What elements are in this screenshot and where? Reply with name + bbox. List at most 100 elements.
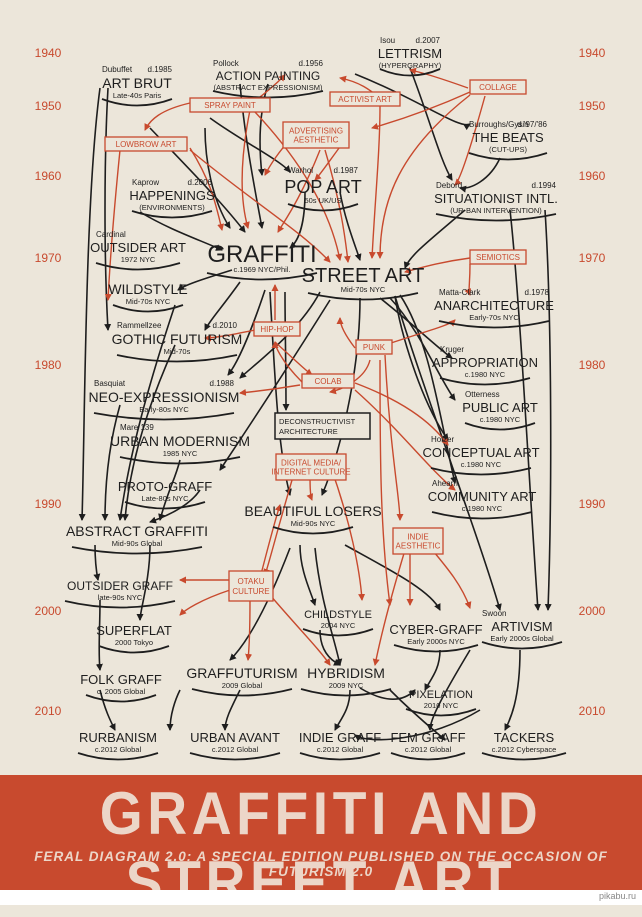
node-sub: Mid-90s NYC — [291, 519, 336, 528]
node-sub: c.2012 Global — [317, 745, 364, 754]
node-name: CHILDSTYLE — [304, 609, 372, 621]
node-name: ABSTRACT GRAFFITI — [66, 523, 208, 539]
node-sub: c.1980 NYC — [465, 370, 506, 379]
node-arc — [77, 752, 159, 761]
node-person: Kaprow — [132, 178, 159, 187]
node-arc — [131, 210, 213, 219]
node-sub: c.1980 NYC — [462, 504, 503, 513]
node-sub: (ENVIRONMENTS) — [139, 203, 205, 212]
node-sub: 2000 Tokyo — [115, 638, 153, 647]
year-right: 2010 — [579, 704, 606, 718]
node-arc — [390, 752, 466, 761]
node-sub: 50s UK/US — [304, 196, 341, 205]
year-left: 1960 — [35, 169, 62, 183]
node-name: GOTHIC FUTURISM — [112, 331, 243, 347]
influence-label: AESTHETIC — [396, 541, 441, 550]
node-sub: c.1980 NYC — [480, 415, 521, 424]
node-name: OUTSIDER ART — [90, 240, 186, 255]
influence-0: SPRAY PAINT — [189, 97, 271, 113]
year-right: 2000 — [579, 604, 606, 618]
influence-3: LOWBROW ART — [104, 136, 188, 152]
node-sub: Early-80s NYC — [139, 405, 189, 414]
node-name: SUPERFLAT — [96, 623, 172, 638]
influence-7: PUNK — [355, 339, 393, 355]
node-name: HAPPENINGS — [129, 188, 215, 203]
node-name: ANARCHITECTURE — [434, 298, 554, 313]
year-left: 2000 — [35, 604, 62, 618]
node-person: Isou — [380, 36, 395, 45]
influence-1: ACTIVIST ART — [329, 91, 401, 107]
node-person: Kruger — [440, 345, 464, 354]
node-name: APPROPRIATION — [432, 355, 538, 370]
year-right: 1980 — [579, 358, 606, 372]
node-name: INDIE GRAFF — [299, 730, 381, 745]
node-name: STREET ART — [302, 265, 425, 287]
node-sub: 2004 NYC — [321, 621, 356, 630]
node-sub: Early-70s NYC — [469, 313, 519, 322]
influence-label: OTAKU — [238, 577, 265, 586]
node-name: URBAN AVANT — [190, 730, 280, 745]
year-right: 1940 — [579, 46, 606, 60]
node-sub: c.2012 Cyberspace — [492, 745, 557, 754]
node-name: ART BRUT — [102, 75, 172, 91]
node-arc — [191, 688, 293, 697]
year-left: 1940 — [35, 46, 62, 60]
influence-label: INDIE — [407, 533, 428, 542]
node-name: OUTSIDER GRAFF — [67, 579, 173, 593]
node-name: GRAFFUTURISM — [186, 665, 297, 681]
influence-label: HIP-HOP — [260, 325, 293, 334]
node-arc — [287, 203, 359, 212]
node-arc — [119, 456, 241, 465]
node-person: Mare 139 — [120, 423, 154, 432]
influence-label: DIGITAL MEDIA/ — [281, 459, 342, 468]
node-name: NEO-EXPRESSIONISM — [89, 389, 240, 405]
node-date: d.2010 — [213, 321, 238, 330]
year-right: 1960 — [579, 169, 606, 183]
node-name: GRAFFITI — [207, 241, 316, 268]
node-person: Ahearn — [432, 479, 458, 488]
node-person: Dubuffet — [102, 65, 133, 74]
influence-2: COLLAGE — [469, 79, 527, 95]
node-date: d.1956 — [299, 59, 324, 68]
node-sub: Mid-70s NYC — [126, 297, 171, 306]
node-arc — [71, 546, 203, 555]
node-person: Pollock — [213, 59, 240, 68]
node-name: PIXELATION — [409, 689, 473, 701]
node-arc — [98, 645, 170, 654]
node-date: d.1994 — [532, 181, 557, 190]
node-arc — [300, 688, 392, 697]
node-arc — [307, 292, 419, 301]
node-date: d.1978 — [525, 288, 550, 297]
node-sub: c. 2005 Global — [97, 687, 146, 696]
node-sub: (ABSTRACT EXPRESSIONISM) — [213, 83, 323, 92]
year-left: 1970 — [35, 251, 62, 265]
node-sub: 2010 NYC — [424, 701, 459, 710]
node-arc — [85, 694, 157, 703]
node-name: POP ART — [284, 177, 361, 197]
node-sub: 1985 NYC — [163, 449, 198, 458]
influence-label: COLLAGE — [479, 83, 517, 92]
node-name: FEM GRAFF — [390, 730, 465, 745]
